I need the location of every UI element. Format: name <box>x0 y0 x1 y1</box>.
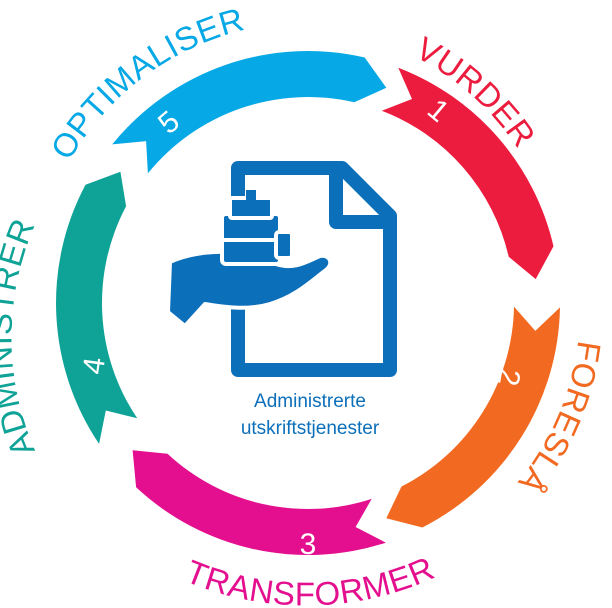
segment-vurder <box>381 67 554 280</box>
step-number-3: 3 <box>300 528 317 561</box>
center-caption-line1: Administrerte <box>254 391 366 412</box>
segment-administrer <box>56 171 138 444</box>
document-with-hand-icon <box>166 161 397 377</box>
step-number-4: 4 <box>77 355 112 376</box>
step-label-administrer: ADMINISTRER <box>0 213 42 461</box>
step-number-2: 2 <box>491 366 526 388</box>
center-caption: Administrerte utskriftstjenester <box>196 388 424 442</box>
segment-foresla <box>386 306 560 528</box>
segment-optimaliser <box>112 51 387 174</box>
segment-transformer <box>132 450 386 556</box>
center-caption-line2: utskriftstjenester <box>240 418 380 439</box>
